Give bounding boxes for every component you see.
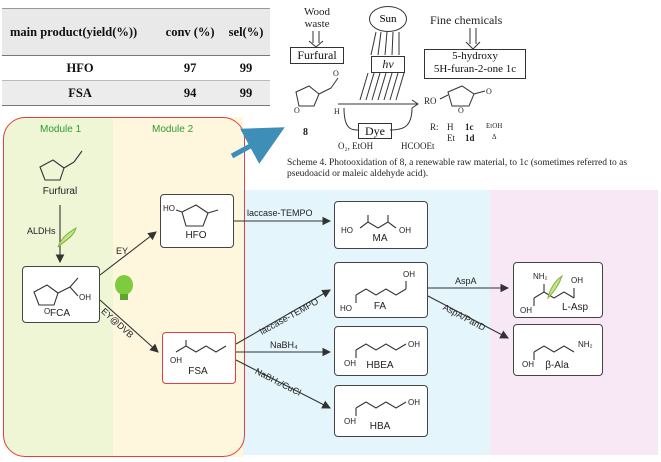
module2-panel bbox=[113, 117, 243, 457]
atom-bala-nh2: NH₂ bbox=[578, 340, 593, 349]
atom-fca-oh: OH bbox=[79, 293, 91, 302]
atom-lasp-nh2: NH₂ bbox=[533, 272, 548, 281]
hfo-box bbox=[160, 194, 234, 248]
sun-circle: Sun bbox=[369, 6, 407, 32]
delta-label: Δ bbox=[492, 133, 497, 141]
hbea-box bbox=[334, 326, 428, 376]
hv-box: hν bbox=[371, 56, 405, 73]
fa-box bbox=[334, 262, 428, 318]
red-outline bbox=[3, 117, 245, 457]
nabh4-label: NaBH₄ bbox=[270, 340, 298, 350]
link-arrow bbox=[230, 127, 285, 164]
s4-o-atom: O bbox=[294, 106, 300, 115]
scheme-caption: Scheme 4. Photooxidation of 8, a renewab… bbox=[287, 158, 628, 179]
atom-fa-oh: OH bbox=[403, 270, 415, 279]
row-product: FSA bbox=[2, 80, 159, 106]
wood-waste-label: Wood waste bbox=[303, 6, 330, 30]
ma-box bbox=[334, 201, 428, 249]
row-sel: 99 bbox=[222, 80, 270, 106]
ro-label: RO bbox=[424, 96, 437, 106]
module1-label: Module 1 bbox=[40, 124, 82, 135]
lasp-label: L-Asp bbox=[561, 302, 589, 313]
compound-8-label: 8 bbox=[303, 127, 308, 138]
table-row: HFO 97 99 bbox=[2, 55, 270, 81]
atom-hfo-ho: HO bbox=[163, 204, 175, 213]
header-conv: conv (%) bbox=[158, 8, 223, 56]
ma-label: MA bbox=[372, 233, 388, 244]
row-conv: 94 bbox=[158, 80, 223, 106]
s4-o-lactone: O bbox=[486, 87, 492, 96]
atom-lasp-oh: OH bbox=[571, 276, 583, 285]
pink-panel bbox=[488, 190, 658, 455]
dye-box: Dye bbox=[358, 123, 392, 139]
aspa-label: AspA bbox=[455, 276, 477, 286]
aldhs-label: ALDHs bbox=[27, 226, 56, 236]
atom-lasp-oh2: OH bbox=[520, 306, 532, 315]
s4-o-ring: O bbox=[458, 106, 464, 115]
atom-ma-oh: OH bbox=[399, 226, 411, 235]
compound-1d-label: 1d bbox=[465, 133, 475, 143]
lasp-box bbox=[513, 262, 603, 318]
s4-h-atom: H bbox=[334, 107, 340, 116]
furfural-box: Furfural bbox=[290, 47, 344, 64]
r-h-label: H bbox=[447, 122, 454, 132]
laccase-label-1: laccase-TEMPO bbox=[247, 208, 313, 218]
row-product: HFO bbox=[2, 55, 159, 81]
compound-1c-label: 1c bbox=[465, 122, 474, 132]
header-sel: sel(%) bbox=[222, 8, 270, 56]
atom-fca-o: O bbox=[44, 307, 51, 316]
atom-hba-oh2: OH bbox=[344, 417, 356, 426]
hbea-label: HBEA bbox=[366, 360, 394, 371]
fsa-box bbox=[162, 332, 236, 384]
table-row: FSA 94 99 bbox=[2, 80, 270, 106]
enzyme-icon bbox=[57, 226, 77, 248]
fine-chemicals-label: Fine chemicals bbox=[430, 13, 503, 27]
product-1c-box: 5-hydroxy 5H-furan-2-one 1c bbox=[424, 49, 526, 79]
fsa-label: FSA bbox=[188, 366, 208, 377]
etoh-label: EtOH bbox=[486, 122, 503, 130]
enzyme-icon-2 bbox=[547, 274, 563, 300]
module2-label: Module 2 bbox=[152, 124, 194, 135]
atom-ma-ho: HO bbox=[341, 226, 353, 235]
atom-hbea-oh: OH bbox=[408, 340, 420, 349]
results-table: main product(yield(%)) conv (%) sel(%) H… bbox=[2, 8, 270, 106]
o2-etoh-label: O₂, EtOH bbox=[338, 141, 374, 151]
furfural-label: Furfural bbox=[42, 186, 78, 197]
header-product: main product(yield(%)) bbox=[2, 8, 159, 56]
hcooet-label: HCOOEt bbox=[401, 141, 435, 151]
row-conv: 97 bbox=[158, 55, 223, 81]
table-header-row: main product(yield(%)) conv (%) sel(%) bbox=[2, 8, 270, 56]
hba-box bbox=[334, 385, 428, 437]
atom-bala-oh: OH bbox=[522, 360, 534, 369]
ey-label: EY bbox=[116, 246, 129, 256]
r-et-label: Et bbox=[447, 133, 455, 143]
atom-fa-ho: HO bbox=[340, 304, 352, 313]
lightbulb-icon bbox=[115, 275, 133, 295]
fca-label: FCA bbox=[50, 308, 70, 319]
atom-hba-oh: OH bbox=[408, 398, 420, 407]
r-label: R: bbox=[430, 122, 439, 132]
row-sel: 99 bbox=[222, 55, 270, 81]
bala-label: β-Ala bbox=[545, 360, 569, 371]
hfo-label: HFO bbox=[185, 230, 207, 241]
hba-label: HBA bbox=[369, 421, 391, 432]
atom-hbea-oh2: OH bbox=[344, 359, 356, 368]
atom-fsa-oh: OH bbox=[170, 356, 182, 365]
s4-o-carbonyl: O bbox=[333, 69, 339, 78]
fa-label: FA bbox=[373, 301, 387, 312]
